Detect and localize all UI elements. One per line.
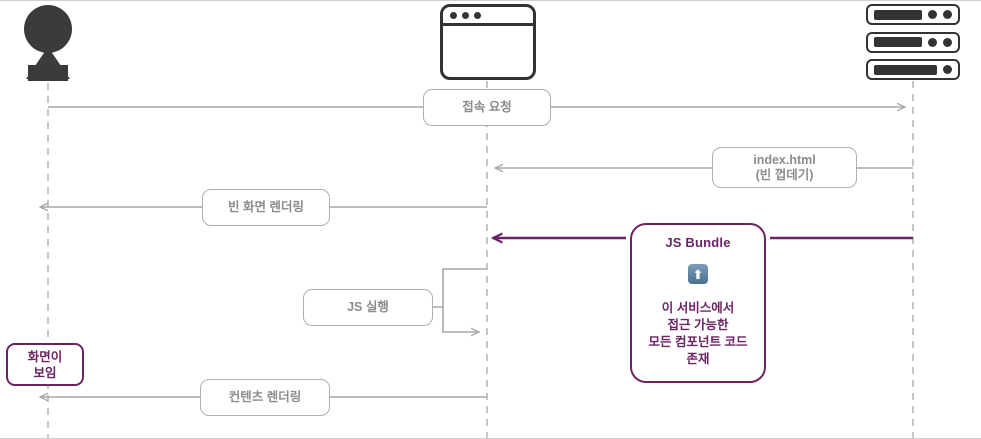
message-label-connect-request: 접속 요청: [423, 89, 551, 126]
message-label-blank-screen-render: 빈 화면 렌더링: [202, 189, 330, 226]
screen-visible-note: 화면이 보임: [6, 343, 84, 386]
server-unit-2: [866, 31, 960, 53]
browser-dot-2: [462, 11, 469, 19]
server-led: [928, 37, 937, 47]
server-rack-icon: [866, 4, 960, 80]
server-unit-1: [866, 4, 960, 25]
server-bar: [874, 64, 937, 75]
server-led: [928, 10, 937, 19]
browser-dot-1: [450, 11, 457, 19]
js-bundle-note: JS Bundle ⬆ 이 서비스에서 접근 가능한 모든 컴포넌트 코드 존재: [630, 223, 766, 383]
server-bar: [874, 9, 922, 20]
up-arrow-emoji: ⬆: [688, 264, 708, 284]
server-led: [943, 65, 952, 74]
browser-window-icon: [440, 4, 536, 80]
message-label-js-execute: JS 실행: [303, 289, 433, 326]
js-bundle-body: 이 서비스에서 접근 가능한 모든 컴포넌트 코드 존재: [648, 301, 748, 366]
server-unit-3: [866, 59, 960, 80]
server-led: [943, 37, 952, 47]
js-bundle-title: JS Bundle: [665, 235, 731, 250]
server-bar: [874, 37, 922, 47]
browser-dot-3: [474, 11, 481, 19]
server-led: [943, 10, 952, 19]
message-label-content-render: 컨텐츠 렌더링: [200, 379, 330, 416]
user-actor-icon: [8, 3, 88, 83]
message-label-index-html: index.html (빈 껍데기): [712, 147, 857, 188]
message-line-content-render: [40, 364, 487, 397]
